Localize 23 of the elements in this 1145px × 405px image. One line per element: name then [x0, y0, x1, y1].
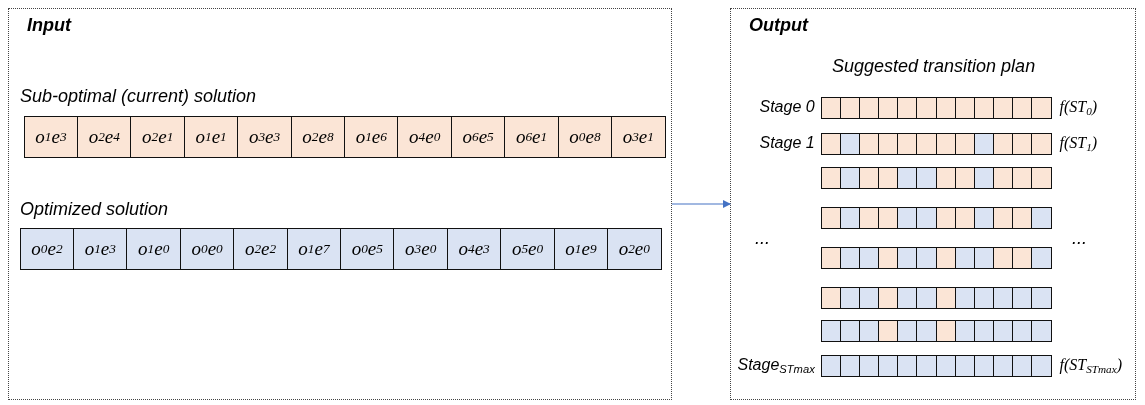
stage-bar [820, 286, 1052, 309]
arrow [671, 200, 731, 208]
stage-bar [820, 246, 1052, 269]
panel-frame [8, 8, 672, 400]
stage-bar [820, 354, 1052, 377]
stage-bar [820, 96, 1052, 119]
cost-label: f(ST$_{ST}$$_{max}$) [1059, 355, 1122, 375]
plan-caption: Suggested transition plan [832, 56, 1036, 77]
cost-label: f(ST$_{1}$) [1059, 133, 1098, 153]
panel-frame [730, 8, 1136, 400]
panel-title: Input [27, 15, 71, 36]
cost-label: f(ST$_{0}$) [1059, 97, 1098, 117]
stage-bar [820, 319, 1052, 342]
stage-label: Stage 1 [759, 133, 815, 152]
ellipsis: ... [1072, 228, 1087, 249]
row-caption: Sub-optimal (current) solution [20, 86, 257, 107]
stage-bar [820, 132, 1052, 155]
stage-bar [820, 166, 1052, 189]
panel-title: Output [749, 15, 808, 36]
row-caption: Optimized solution [20, 199, 169, 220]
stage-label: Stage 0 [759, 97, 815, 116]
ellipsis: ... [755, 228, 770, 249]
stage-bar [820, 206, 1052, 229]
